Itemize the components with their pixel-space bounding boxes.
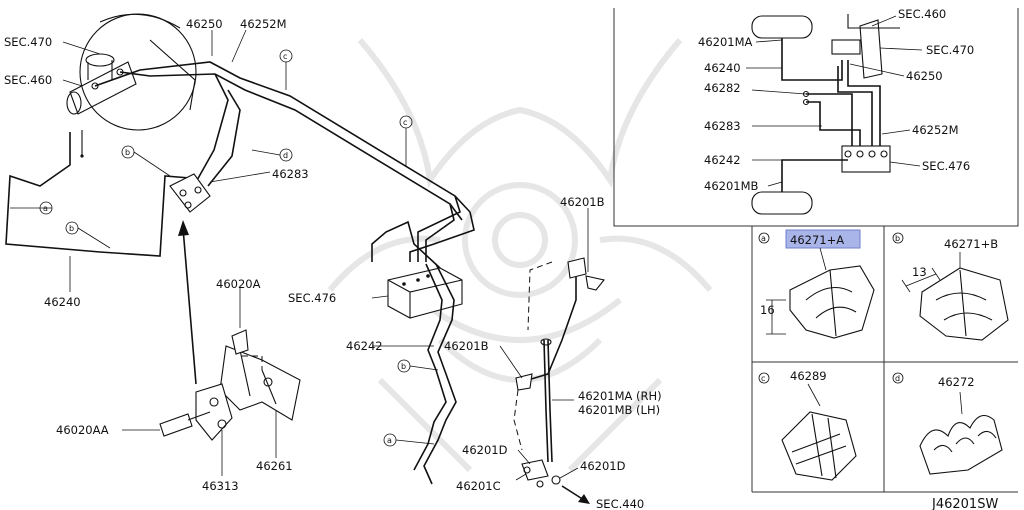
marker-b-left: b [65, 221, 79, 235]
diagram-code: J46201SW [931, 497, 998, 510]
label-46201b-top: 46201B [560, 195, 605, 209]
lock-plate-46201b-upper [585, 275, 605, 291]
clip-a-dim: 16 [760, 303, 775, 317]
svg-text:c: c [761, 374, 765, 383]
svg-text:a: a [387, 436, 392, 445]
label-46201ma: 46201MA (RH) [578, 389, 662, 403]
label-sec440: SEC.440 [596, 497, 644, 510]
leader-lines [10, 29, 589, 481]
clip-detail-b: b 46271+B 13 [892, 232, 1009, 341]
clip-details-grid: a 46271+A 16 b 46271+B 13 c 46289 [751, 226, 1018, 493]
main-labels: SEC.470 SEC.460 46250 46252M 46283 46240… [4, 17, 662, 510]
clip-detail-a: a 46271+A 16 [758, 229, 875, 339]
clip-a-part-label: 46271+A [790, 233, 844, 247]
inset-label-46252m: 46252M [912, 123, 959, 137]
inset-label-46242: 46242 [704, 153, 741, 167]
watermark-crest [327, 38, 713, 473]
rear-brake-hose [513, 257, 587, 463]
label-sec476: SEC.476 [288, 291, 336, 305]
clip-c-part-label: 46289 [790, 369, 827, 383]
svg-text:b: b [69, 224, 74, 233]
bracket-assembly-46261 [195, 329, 301, 441]
label-46250: 46250 [186, 17, 223, 31]
lock-plate-46201b-lower [515, 373, 533, 391]
svg-text:b: b [125, 148, 130, 157]
inset-label-46201mb: 46201MB [704, 179, 759, 193]
marker-a-lower: a [383, 433, 397, 447]
label-46201b-mid: 46201B [444, 339, 489, 353]
clip-b-part-label: 46271+B [944, 237, 998, 251]
bolt-46020aa [159, 411, 211, 437]
label-46283: 46283 [272, 167, 309, 181]
label-46313: 46313 [202, 479, 239, 493]
label-46020a: 46020A [216, 277, 261, 291]
clip-detail-c: c 46289 [758, 369, 857, 481]
inset-label-46283: 46283 [704, 119, 741, 133]
label-46240: 46240 [44, 295, 81, 309]
marker-d: d [279, 148, 293, 162]
label-46201mb: 46201MB (LH) [578, 403, 660, 417]
tube-46240 [5, 130, 191, 257]
inset-label-sec470: SEC.470 [926, 43, 974, 57]
inset-schematic: SEC.460 SEC.470 46201MA 46240 46250 4628… [613, 7, 1019, 227]
highlight-46271a [785, 229, 861, 249]
assembly-arrow [178, 220, 197, 385]
label-46242: 46242 [346, 339, 383, 353]
svg-text:d: d [895, 374, 900, 383]
marker-c-upper: c [279, 49, 293, 63]
svg-text:b: b [401, 362, 406, 371]
label-46252m: 46252M [240, 17, 287, 31]
label-46020aa: 46020AA [56, 423, 109, 437]
label-46201c: 46201C [456, 479, 501, 493]
front-brake-tubes [94, 61, 475, 262]
inset-label-46250: 46250 [906, 69, 943, 83]
svg-text:a: a [43, 204, 48, 213]
caliper-fittings [521, 459, 590, 504]
inset-label-46240: 46240 [704, 61, 741, 75]
inset-label-46282: 46282 [704, 81, 741, 95]
label-46261: 46261 [256, 459, 293, 473]
clip-d-part-label: 46272 [938, 375, 975, 389]
inset-label-46201ma: 46201MA [698, 35, 753, 49]
marker-b-lower: b [397, 359, 411, 373]
svg-text:a: a [761, 234, 766, 243]
svg-text:c: c [403, 118, 407, 127]
clip-b-dim: 13 [912, 265, 927, 279]
inset-label-sec460: SEC.460 [898, 7, 946, 21]
svg-text:c: c [283, 52, 287, 61]
marker-b-upper: b [121, 145, 135, 159]
label-sec470: SEC.470 [4, 35, 52, 49]
label-46201d-right: 46201D [580, 459, 626, 473]
label-46201d-left: 46201D [462, 443, 508, 457]
inset-label-sec476: SEC.476 [922, 159, 970, 173]
svg-text:b: b [895, 234, 900, 243]
brake-booster [79, 13, 197, 131]
junction-block-46283 [169, 173, 211, 213]
svg-text:d: d [283, 151, 288, 160]
clip-detail-d: d 46272 [892, 372, 1003, 475]
label-sec460: SEC.460 [4, 73, 52, 87]
